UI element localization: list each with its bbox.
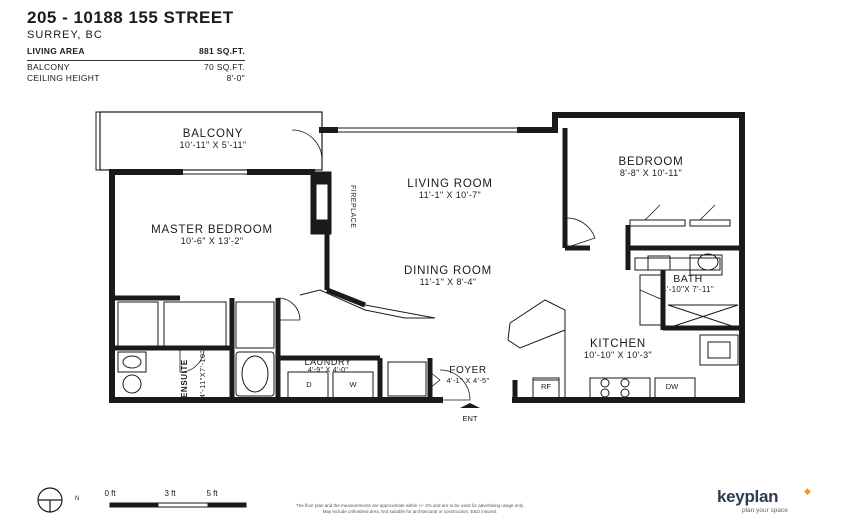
windows xyxy=(180,112,690,175)
room-dims: 8'-8" X 10'-11" xyxy=(619,168,683,178)
spec-value: 881 SQ.FT. xyxy=(199,46,245,56)
spec-living-area: LIVING AREA 881 SQ.FT. xyxy=(27,46,245,56)
spec-value: 8'-0" xyxy=(226,73,245,83)
room-bath: BATH 4'-10"X 7'-11" xyxy=(662,273,714,294)
room-dims: 10'-11" X 5'-11" xyxy=(179,140,247,150)
fridge-label: RF xyxy=(541,382,551,391)
room-ensuite-dims: 4'-11"X7'-10" xyxy=(200,350,207,398)
room-kitchen: KITCHEN 10'-10" X 10'-3" xyxy=(584,338,652,360)
room-master-bedroom: MASTER BEDROOM 10'-6" X 13'-2" xyxy=(151,224,273,246)
door-swings xyxy=(179,129,716,401)
room-name: BATH xyxy=(673,273,703,285)
room-ensuite: ENSUITE xyxy=(180,359,189,398)
listing-address: 205 - 10188 155 STREET xyxy=(27,8,234,27)
interior-walls xyxy=(112,128,742,400)
room-name: MASTER BEDROOM xyxy=(151,224,273,236)
disclaimer-line: The floor plan and the measurements are … xyxy=(296,503,524,508)
dryer-label: D xyxy=(306,380,312,389)
washer-label: W xyxy=(349,380,357,389)
dishwasher-label: DW xyxy=(665,382,679,391)
room-name: DINING ROOM xyxy=(403,265,493,277)
spec-ceiling-height: CEILING HEIGHT 8'-0" xyxy=(27,73,245,83)
scale-label-3: 3 ft xyxy=(164,489,176,498)
brand-mark-icon: ◆ xyxy=(804,486,811,496)
room-name: FOYER xyxy=(449,365,487,376)
room-name: BEDROOM xyxy=(618,156,684,168)
room-balcony: BALCONY 10'-11" X 5'-11" xyxy=(180,128,247,150)
room-dims: 11'-1" X 10'-7" xyxy=(418,190,482,200)
appliances xyxy=(287,371,630,399)
room-laundry: LAUNDRY 4'-9" X 4'-0" xyxy=(304,357,351,374)
room-name: BALCONY xyxy=(182,128,244,140)
listing-city: SURREY, BC xyxy=(27,29,103,41)
scale-label-5: 5 ft xyxy=(206,489,218,498)
room-foyer: FOYER 4'-1" X 4'-5" xyxy=(447,365,490,385)
room-bedroom: BEDROOM 8'-8" X 10'-11" xyxy=(618,156,683,178)
balcony-rail xyxy=(95,111,101,171)
room-name: LIVING ROOM xyxy=(407,178,493,190)
spec-label: LIVING AREA xyxy=(27,46,85,56)
spec-divider xyxy=(27,60,245,61)
brand-logo[interactable]: keyplan xyxy=(717,487,779,506)
room-living: LIVING ROOM 11'-1" X 10'-7" xyxy=(407,178,492,200)
room-dims: 11'-1" X 8'-4" xyxy=(419,277,477,287)
room-dims: 4'-11"X7'-10" xyxy=(200,350,207,398)
disclaimer: The floor plan and the measurements are … xyxy=(240,503,580,515)
room-name: LAUNDRY xyxy=(304,357,352,367)
room-dims: 4'-1" X 4'-5" xyxy=(446,376,490,385)
room-dims: 10'-10" X 10'-3" xyxy=(583,350,653,360)
scale-label-0: 0 ft xyxy=(104,489,116,498)
room-dims: 10'-6" X 13'-2" xyxy=(180,236,244,246)
bathroom-fixtures xyxy=(117,253,731,397)
north-label: N xyxy=(75,496,80,502)
disclaimer-line: May include unfinished area. Not suitabl… xyxy=(322,509,498,514)
entrance-arrow xyxy=(460,403,480,408)
spec-label: BALCONY xyxy=(27,62,70,72)
spec-value: 70 SQ.FT. xyxy=(204,62,245,72)
scale-bar xyxy=(109,502,247,508)
spec-label: CEILING HEIGHT xyxy=(27,73,100,83)
spec-balcony: BALCONY 70 SQ.FT. xyxy=(27,62,245,72)
fireplace-label: FIREPLACE xyxy=(349,185,356,229)
room-dining: DINING ROOM 11'-1" X 8'-4" xyxy=(404,265,492,287)
entrance-label: ENT xyxy=(462,414,478,423)
room-name: KITCHEN xyxy=(589,338,647,350)
interior-details xyxy=(117,219,739,400)
room-dims: 4'-9" X 4'-0" xyxy=(307,367,349,374)
room-name: ENSUITE xyxy=(180,359,189,398)
room-dims: 4'-10"X 7'-11" xyxy=(662,285,714,294)
brand-tagline: plan your space xyxy=(742,507,788,514)
